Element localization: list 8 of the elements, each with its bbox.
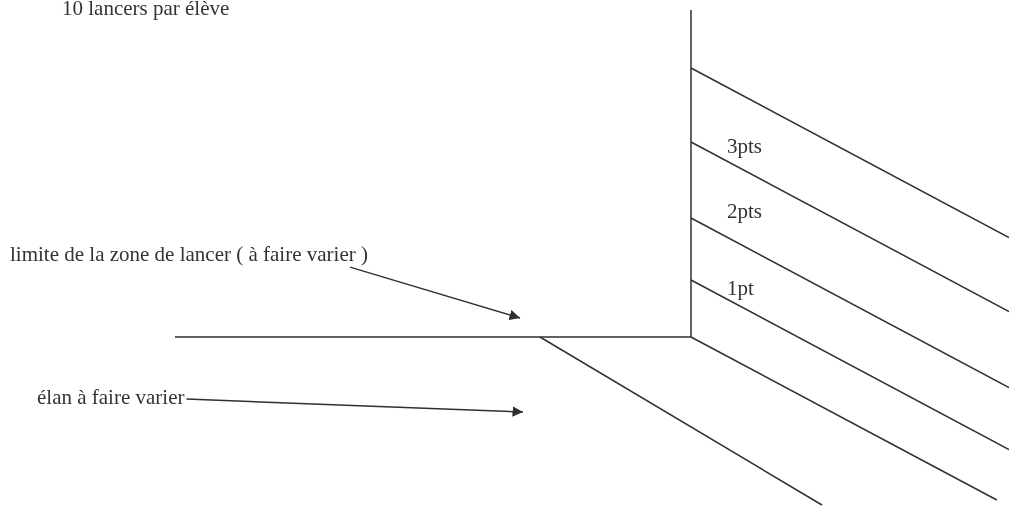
- arrow: [349, 266, 521, 320]
- annotation-text: élan à faire varier: [37, 385, 185, 410]
- score-label: 3pts: [727, 134, 762, 159]
- annotation-text: limite de la zone de lancer ( à faire varier ): [10, 242, 368, 267]
- note: 10 lancers par élève: [62, 0, 230, 21]
- score-label: 1pt: [727, 276, 754, 301]
- score-label: 2pts: [727, 199, 762, 224]
- arrow: [185, 398, 524, 417]
